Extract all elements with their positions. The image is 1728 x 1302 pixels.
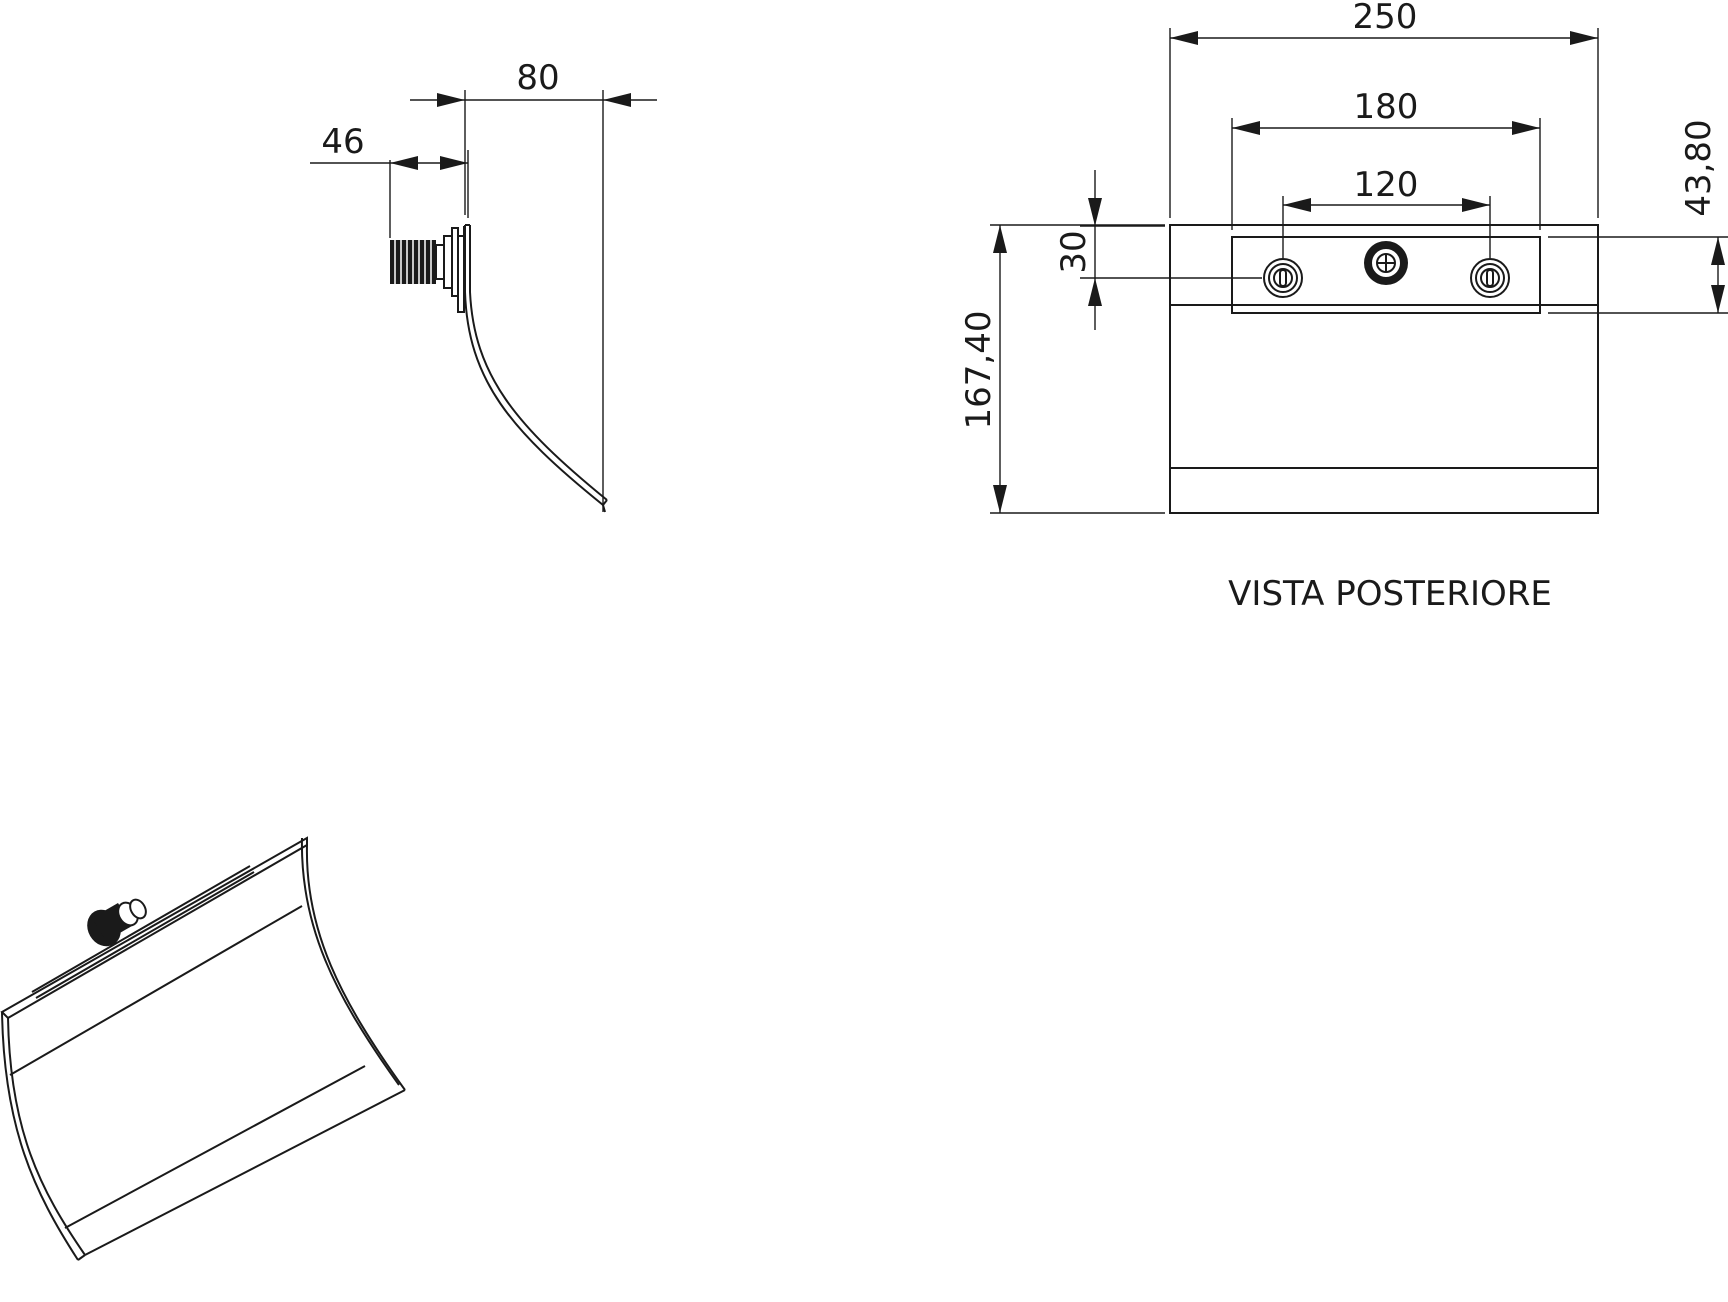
dim-label-overall-depth: 80 [516, 58, 559, 98]
fixing-screw-left [1263, 258, 1303, 298]
fixing-screw-right [1470, 258, 1510, 298]
dim-label-fixing-spacing: 120 [1354, 165, 1419, 205]
dim-label-overall-width: 250 [1353, 0, 1418, 37]
connector-iso [87, 898, 147, 947]
rear-view: 250 180 120 30 43,80 [959, 0, 1728, 614]
dim-label-plate-height: 43,80 [1679, 119, 1719, 216]
iso-left-curve [7, 1017, 86, 1256]
dimension-overall-width: 250 [1170, 0, 1598, 45]
iso-surface-line [64, 1065, 366, 1229]
connector-side [390, 226, 465, 313]
curved-body-side [464, 224, 608, 513]
dimension-plate-height: 43,80 [1679, 119, 1725, 313]
dimension-fixing-spacing: 120 [1283, 165, 1490, 212]
dimension-overall-depth: 80 [410, 58, 657, 107]
rear-body-outline [1169, 224, 1599, 514]
iso-plate-line [35, 871, 255, 999]
iso-left-curve-outer [1, 1011, 79, 1261]
isometric-view [0, 836, 406, 1261]
dim-label-plate-width: 180 [1354, 87, 1419, 127]
iso-right-curve-inner [300, 837, 400, 1086]
connector-rear [1364, 241, 1408, 285]
side-view: 80 46 [310, 58, 657, 513]
iso-surface-line [9, 905, 303, 1076]
iso-plate-line [31, 865, 251, 993]
dim-label-fixing-offset: 30 [1054, 230, 1094, 273]
dimension-overall-height: 167,40 [959, 225, 1007, 513]
mounting-plate [1231, 236, 1541, 314]
dimension-connector-depth: 46 [310, 122, 468, 170]
iso-bottom-edge [84, 1089, 406, 1256]
rear-view-caption: VISTA POSTERIORE [1228, 574, 1552, 614]
iso-bottom-corner [77, 1254, 86, 1261]
iso-right-curve [305, 844, 406, 1091]
dimension-plate-width: 180 [1232, 87, 1540, 135]
dim-label-connector-depth: 46 [321, 122, 364, 162]
dim-label-overall-height: 167,40 [959, 311, 999, 430]
dimension-fixing-offset: 30 [1054, 170, 1102, 330]
